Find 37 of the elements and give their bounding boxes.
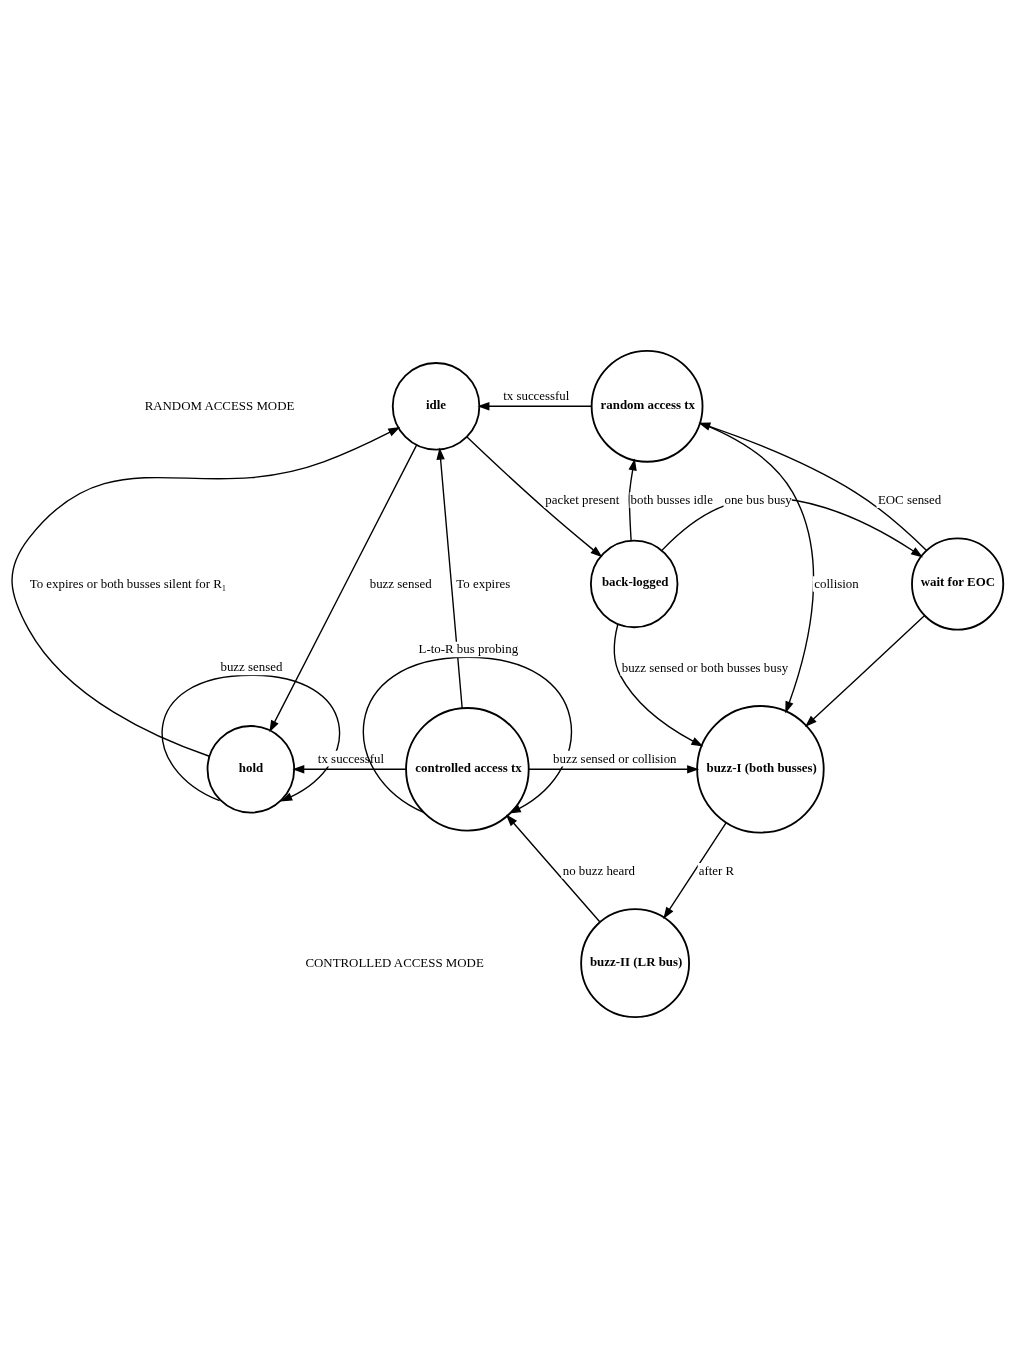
edge-label: one bus busy: [724, 493, 792, 507]
edge-label: buzz sensed: [369, 576, 432, 591]
edge-label: buzz sensed or both busses busy: [621, 660, 789, 675]
arrow: [699, 422, 815, 714]
edge-label: To expires: [456, 576, 511, 591]
edge-label: both busses idle: [630, 493, 713, 507]
arrow: [466, 436, 603, 558]
node-circle: buzz-I (both busses): [696, 705, 825, 834]
arrow: [161, 674, 341, 802]
arrow: [11, 426, 401, 757]
arrow: [269, 444, 418, 733]
edge-label: tx successful: [503, 388, 570, 403]
arrow: [505, 814, 601, 923]
edge-label: packet present: [545, 493, 620, 507]
edge-label: collision: [814, 576, 859, 591]
arrow: [613, 623, 704, 747]
node-circle: idle: [391, 362, 481, 451]
edge-label: no buzz heard: [562, 863, 636, 878]
label: CONTROLLED ACCESS MODE: [305, 955, 484, 970]
arrow: [436, 447, 463, 709]
edge-label: L-to-R bus probing: [418, 642, 519, 657]
label: RANDOM ACCESS MODE: [144, 398, 295, 413]
arrow: [804, 614, 926, 727]
edge-label: after R: [698, 863, 735, 878]
edge-label: buzz sensed or collision: [553, 751, 677, 766]
edge-label: buzz sensed: [220, 660, 283, 675]
edge-label: To expires or both busses silent for R₁: [29, 576, 227, 591]
edge-label: EOC sensed: [877, 493, 942, 507]
node-circle: controlled access tx: [405, 707, 530, 832]
arrow: [363, 656, 573, 814]
arrow: [292, 765, 407, 774]
node-circle: random access tx: [590, 349, 704, 463]
arrow: [477, 402, 592, 411]
arrow: [528, 765, 700, 774]
arrow: [628, 458, 637, 542]
arrow: [663, 822, 727, 920]
arrow: [698, 422, 927, 551]
